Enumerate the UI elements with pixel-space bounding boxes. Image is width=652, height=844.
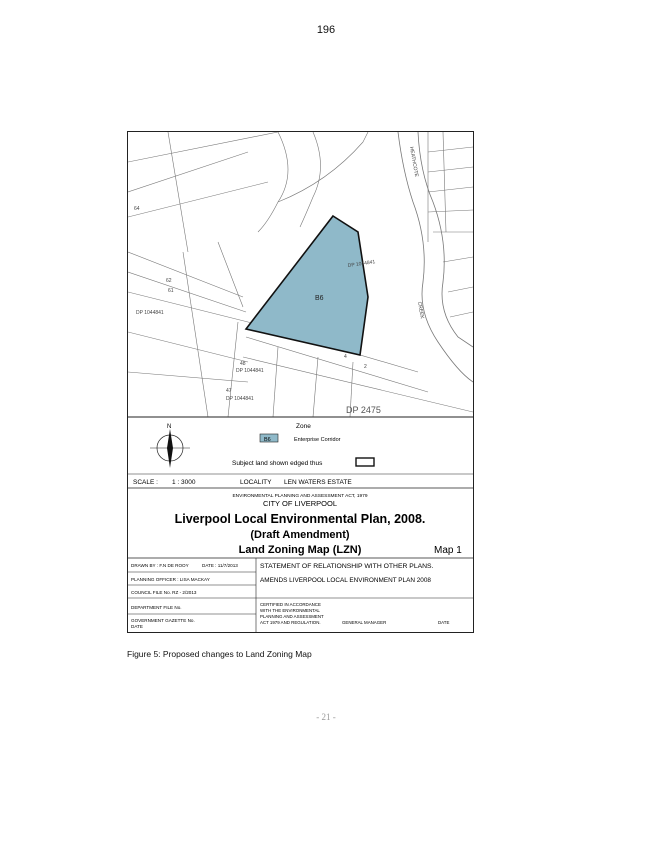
certified-line: CERTIFIED IN ACCORDANCE (260, 602, 321, 607)
subject-land-text: Subject land shown edged thus (232, 460, 323, 467)
north-arrow-icon (150, 429, 190, 468)
figure-caption: Figure 5: Proposed changes to Land Zonin… (127, 649, 312, 659)
certified-line: ACT 1979 AND REGULATION. (260, 620, 321, 625)
act-title: ENVIRONMENTAL PLANNING AND ASSESSMENT AC… (232, 493, 367, 499)
lot-label: 4 (344, 354, 347, 360)
plan-amendment: (Draft Amendment) (250, 529, 350, 541)
zone-name: Enterprise Corridor (294, 437, 341, 443)
relationship-text: AMENDS LIVERPOOL LOCAL ENVIRONMENT PLAN … (260, 577, 431, 584)
lot-label: DP 1044841 (136, 310, 164, 316)
general-manager-label: GENERAL MANAGER (342, 620, 386, 625)
page-footer: - 21 - (316, 712, 336, 722)
department-file: DEPARTMENT FILE No. (131, 605, 182, 610)
gazette-date: DATE (131, 624, 143, 629)
road-label: HEATHCOTE (408, 146, 419, 178)
locality-label: LOCALITY (240, 479, 272, 486)
council-file: COUNCIL FILE No. RZ - 2/2013 (131, 590, 197, 595)
lot-label: 48 (240, 361, 246, 367)
lot-label: 64 (134, 206, 140, 212)
zone-label: B6 (315, 295, 324, 302)
lot-label: DP 1044841 (347, 259, 375, 269)
certified-line: WITH THE ENVIRONMENTAL (260, 608, 320, 613)
map-name: Land Zoning Map (LZN) (239, 544, 362, 556)
zone-code: B6 (264, 437, 271, 443)
map-drawing: B6 64 62 61 DP 1044841 DP 1044841 48 DP … (128, 132, 473, 632)
lot-label: 62 (166, 278, 172, 284)
gazette-number: GOVERNMENT GAZETTE No. (131, 618, 195, 623)
scale-value: 1 : 3000 (172, 479, 196, 486)
road-label: CREEK (416, 301, 425, 320)
zone-swatch (259, 433, 279, 443)
subject-land-symbol (355, 457, 375, 467)
drawn-by: DRAWN BY : F.N DE ROOY (131, 563, 189, 568)
b6-zone-polygon (244, 214, 369, 356)
lot-label: DP 1044841 (236, 368, 264, 374)
page-number: 196 (316, 24, 336, 36)
certified-date-label: DATE (438, 620, 449, 625)
locality-value: LEN WATERS ESTATE (284, 479, 352, 486)
lot-label: DP 1044841 (226, 396, 254, 402)
council-name: CITY OF LIVERPOOL (263, 499, 337, 508)
zoning-map-figure: B6 64 62 61 DP 1044841 DP 1044841 48 DP … (127, 131, 474, 633)
lot-label: 2 (364, 364, 367, 370)
scale-label: SCALE : (133, 479, 158, 486)
plan-title: Liverpool Local Environmental Plan, 2008… (175, 512, 426, 526)
map-number: Map 1 (434, 545, 462, 556)
certified-line: PLANNING AND ASSESSMENT (260, 614, 324, 619)
drawn-date: DATE : 11/7/2013 (202, 563, 238, 568)
lot-label: 61 (168, 288, 174, 294)
relationship-heading: STATEMENT OF RELATIONSHIP WITH OTHER PLA… (260, 563, 434, 570)
planning-officer: PLANNING OFFICER : LISA MACKAY (131, 577, 210, 582)
lot-label: 47 (226, 388, 232, 394)
zone-heading: Zone (296, 423, 311, 430)
north-label: N (167, 424, 171, 430)
lot-label: DP 2475 (346, 405, 381, 415)
